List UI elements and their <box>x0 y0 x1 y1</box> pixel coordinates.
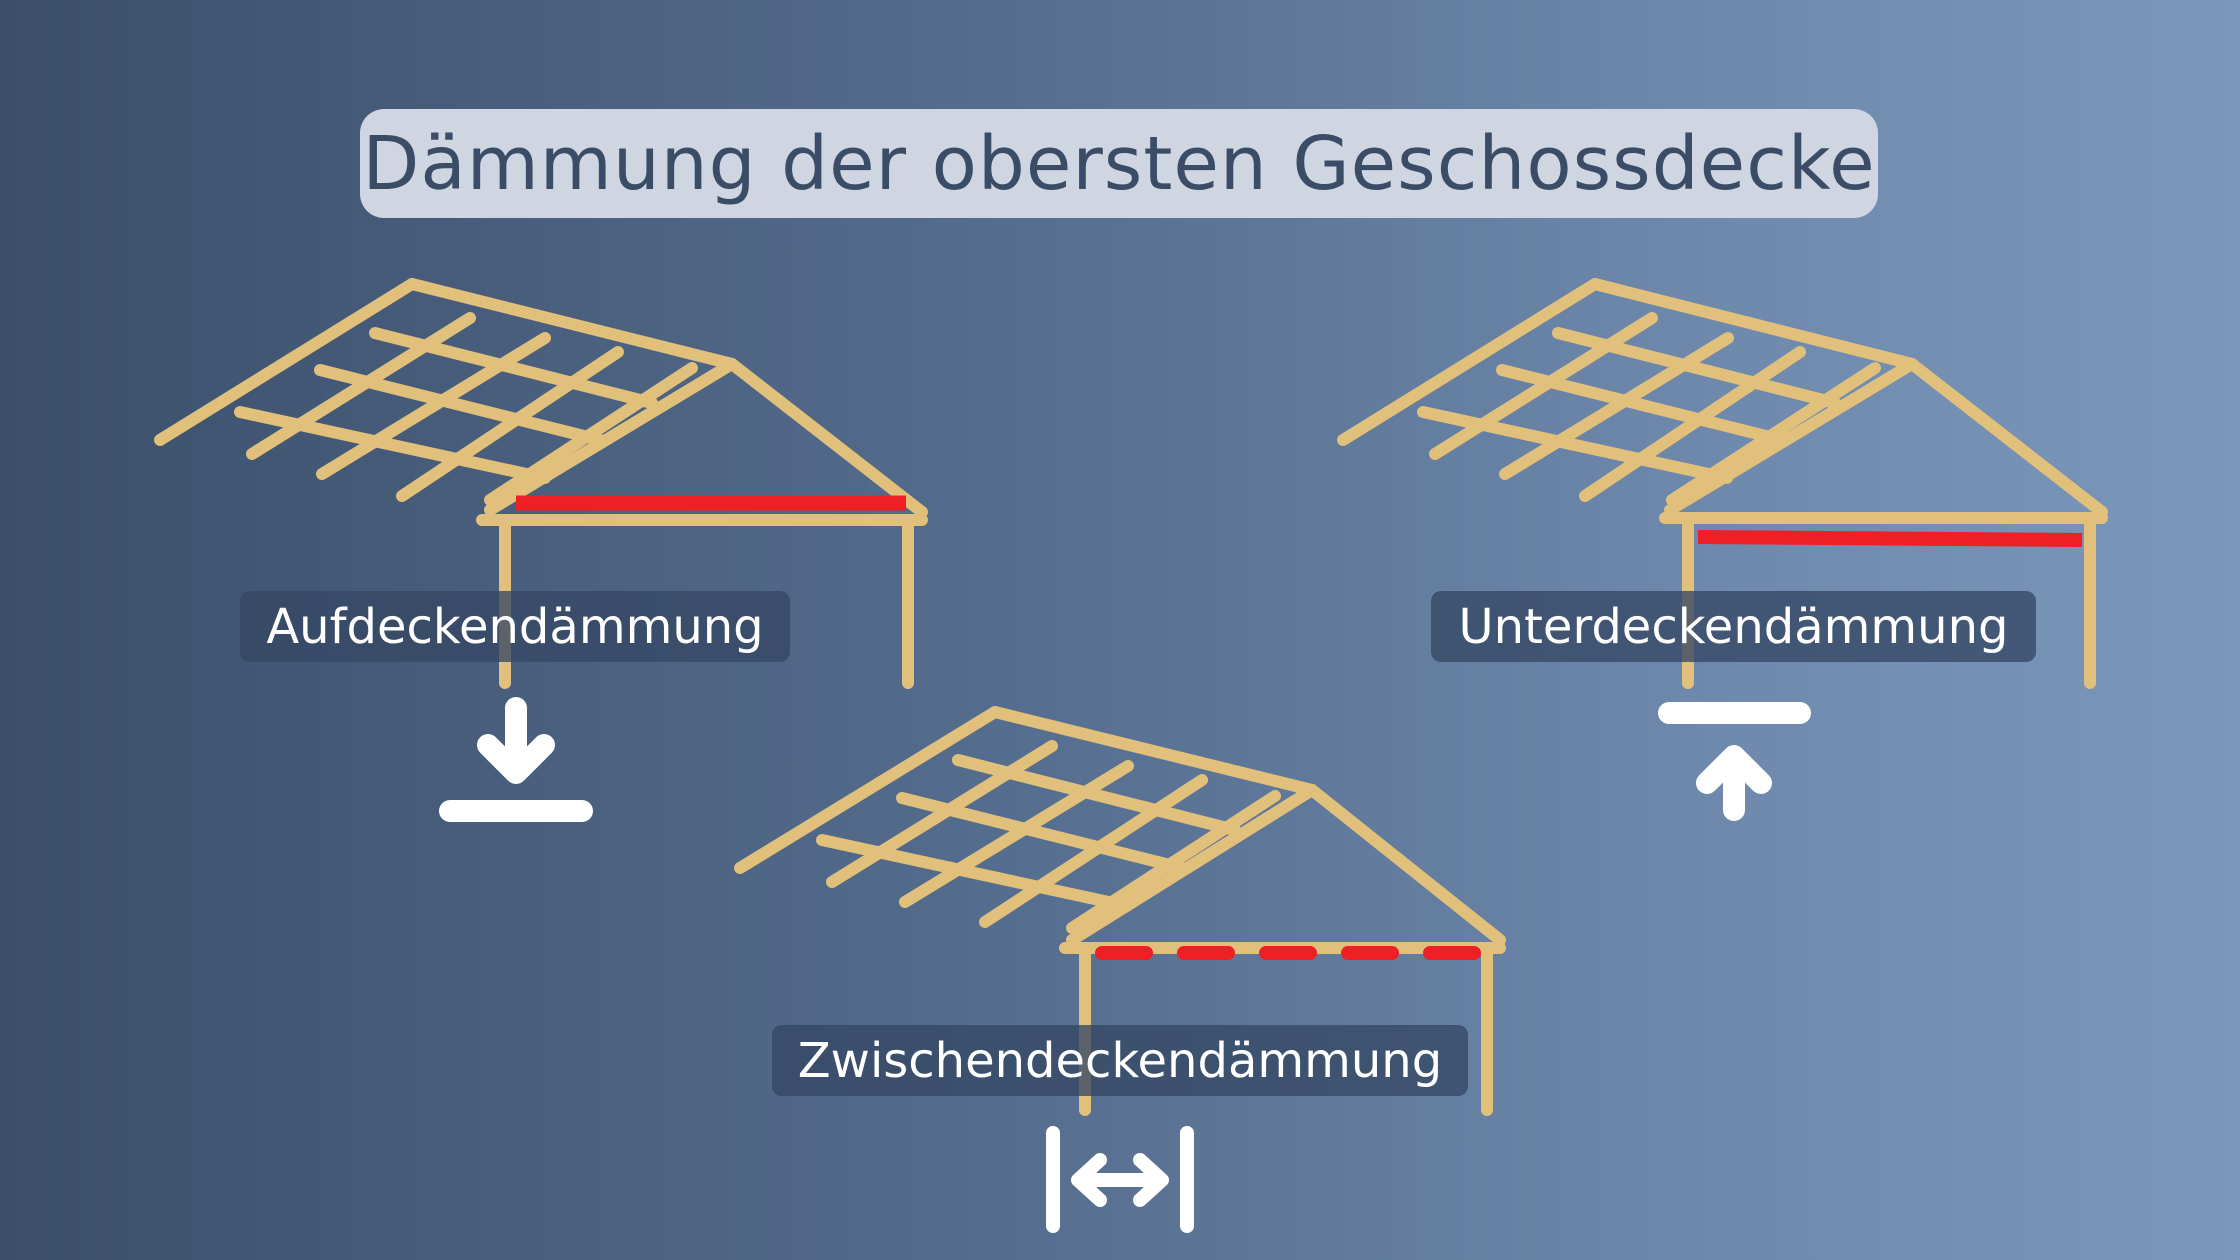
page-title: Dämmung der obersten Geschossdecke <box>360 109 1878 218</box>
house-unterdecken <box>1337 278 2108 821</box>
house-zwischendecken <box>734 706 1506 1233</box>
label-unterdeckendaemmung: Unterdeckendämmung <box>1431 591 2036 662</box>
house-aufdecken <box>154 278 928 822</box>
arrow-down-to-line-icon <box>439 697 593 822</box>
label-zwischendeckendaemmung: Zwischendeckendämmung <box>772 1025 1468 1096</box>
label-aufdeckendaemmung: Aufdeckendämmung <box>240 591 790 662</box>
arrow-up-from-line-icon <box>1658 702 1811 821</box>
insulation-layer <box>1697 530 2083 547</box>
horizontal-double-arrow-between-bars-icon <box>1046 1126 1194 1233</box>
